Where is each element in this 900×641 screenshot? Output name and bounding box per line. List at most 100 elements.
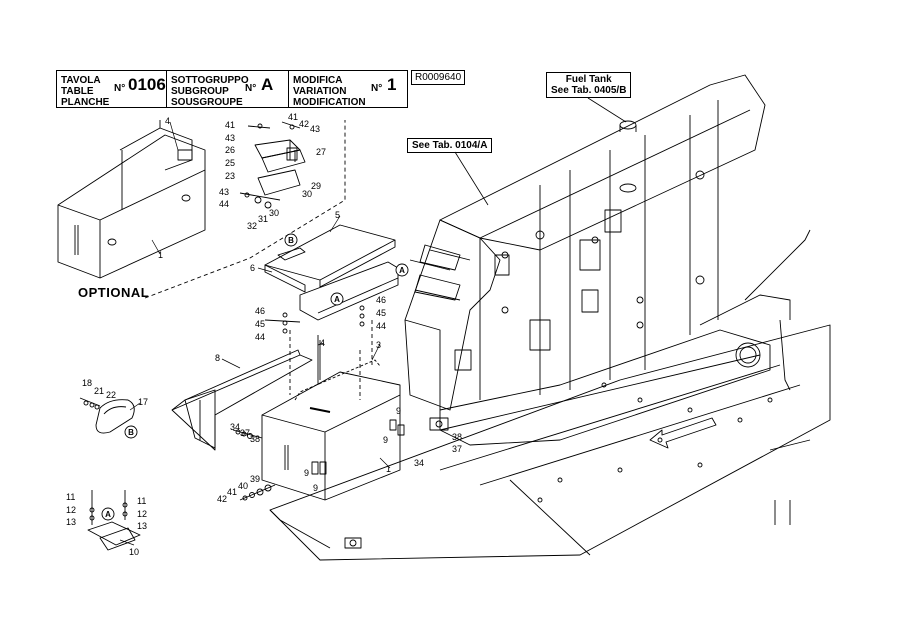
tavola-cell: TAVOLA TABLE PLANCHE N° 0106 [57,71,167,108]
fastener-stack-drawing [232,305,365,501]
reference-code: R0009640 [411,70,466,85]
part-number: 41 [227,487,237,497]
tavola-number: 0106 [128,75,166,94]
part-number: 30 [269,208,279,218]
part-number: 13 [137,521,147,531]
modifica-cell: MODIFICA VARIATION MODIFICATION N° 1 [289,71,409,108]
modifica-label-en: VARIATION [293,86,347,97]
part-number: 42 [299,119,309,129]
part-number: 34 [414,458,424,468]
subgroup-no: N° [245,83,257,94]
part-number: 12 [137,509,147,519]
modifica-labels: MODIFICA VARIATION MODIFICATION [293,75,366,108]
part-number: 44 [255,332,265,342]
subgroup-value: A [261,75,274,94]
part-number: 29 [311,181,321,191]
part-number: 39 [250,474,260,484]
part-number: 17 [138,397,148,407]
part-number: 42 [217,494,227,504]
modifica-value: 1 [387,75,397,94]
part-number: 9 [383,435,388,445]
view-marker-b-handle: B [124,425,138,439]
part-number-labels: 4 1 5 6 8 3 4 1 10 17 9 9 9 9 18 21 22 1… [66,112,462,557]
part-number: 44 [219,199,229,209]
part-number: 1 [158,250,163,260]
side-rail-drawing [171,349,313,451]
part-number: 41 [225,120,235,130]
lid-panels-drawing [264,224,399,321]
part-number: 32 [247,221,257,231]
subgroup-label-it: SOTTOGRUPPO [171,75,249,86]
part-number: 10 [129,547,139,557]
part-number: 37 [452,444,462,454]
part-number: 23 [225,171,235,181]
part-number: 43 [225,133,235,143]
leader-lines [119,121,391,546]
part-number: 11 [137,496,146,506]
subgroup-label-en: SUBGROUP [171,86,229,97]
part-number: 46 [255,306,265,316]
part-number: 18 [82,378,92,388]
part-number: 46 [376,295,386,305]
part-number: 4 [320,338,325,348]
subgroup-cell: SOTTOGRUPPO SUBGROUP SOUSGROUPE N° A [167,71,289,108]
part-number: 27 [316,147,326,157]
fuel-tank-ref: See Tab. 0405/B [551,85,627,96]
view-marker-a-top: A [395,263,409,277]
part-number: 26 [225,145,235,155]
modifica-label-fr: MODIFICATION [293,97,366,108]
view-marker-a-mid: A [330,292,344,306]
part-number: 45 [376,308,386,318]
part-number: 6 [250,263,255,273]
fuel-tank-callout: Fuel Tank See Tab. 0405/B [546,72,632,98]
part-number: 8 [215,353,220,363]
modifica-label-it: MODIFICA [293,75,343,86]
main-box-drawing [261,320,405,501]
part-number: 9 [396,406,401,416]
part-number: 9 [313,483,318,493]
part-number: 5 [335,210,340,220]
chassis-frame-drawing [404,74,771,446]
view-marker-b-top: B [284,233,298,247]
part-number: 4 [165,116,170,126]
part-number: 25 [225,158,235,168]
part-number: 34 [230,422,240,432]
tavola-no: N° [114,83,126,94]
part-number: 12 [66,505,76,515]
view-marker-text: B [128,428,134,437]
fuel-tank-title: Fuel Tank [565,74,612,85]
part-number: 38 [452,432,462,442]
part-number: 3 [376,340,381,350]
optional-label: OPTIONAL [78,285,150,300]
part-number: 43 [219,187,229,197]
part-number: 22 [106,390,116,400]
title-block: TAVOLA TABLE PLANCHE N° 0106 SOTTOGRUPPO… [56,70,408,108]
tavola-label-fr: PLANCHE [61,97,110,108]
part-number: 41 [288,112,298,122]
part-number: 38 [250,434,260,444]
tavola-labels: TAVOLA TABLE PLANCHE [61,75,109,108]
part-number: 11 [66,492,75,502]
latch-hardware-drawing [239,121,306,209]
part-number: 40 [238,481,248,491]
part-number: 30 [302,189,312,199]
view-marker-text: A [399,266,405,275]
view-marker-a-hinge: A [101,507,115,521]
see-tab-callout: See Tab. 0104/A [407,138,493,153]
part-number: 13 [66,517,76,527]
part-number: 45 [255,319,265,329]
part-number: 44 [376,321,386,331]
hinge-drawing [87,490,141,551]
handle-drawing [79,397,135,434]
part-number: 43 [310,124,320,134]
subgroup-label-fr: SOUSGROUPE [171,97,243,108]
lower-deck-drawing [269,229,831,561]
view-marker-text: B [288,236,294,245]
view-marker-text: A [105,510,111,519]
tavola-label-en: TABLE [61,86,94,97]
part-number: 9 [304,468,309,478]
part-number: 31 [258,214,268,224]
view-marker-text: A [334,295,340,304]
